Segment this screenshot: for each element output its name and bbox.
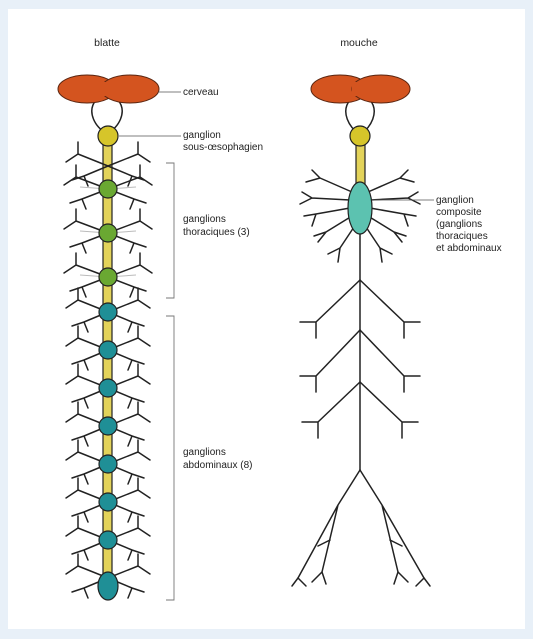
abdominal-ganglion xyxy=(99,303,117,321)
fly-abdominal-nerve xyxy=(292,232,430,586)
label-ganglions-thoraciques-1: ganglions xyxy=(183,214,226,225)
thoracic-ganglion xyxy=(99,268,117,286)
abdominal-ganglion xyxy=(99,455,117,473)
abdominal-ganglion xyxy=(99,417,117,435)
bracket-abdominal xyxy=(166,316,174,600)
label-comp-2: composite xyxy=(436,207,482,218)
bracket-thoracic xyxy=(166,163,174,298)
label-comp-5: et abdominaux xyxy=(436,243,502,254)
abdominal-ganglion xyxy=(99,379,117,397)
cockroach-annotations: cerveau ganglion sous-œsophagien ganglio… xyxy=(119,87,263,600)
cockroach-nerve-branch xyxy=(108,142,150,166)
label-comp-4: thoraciques xyxy=(436,231,488,242)
abdominal-ganglion xyxy=(99,341,117,359)
label-ganglion: ganglion xyxy=(183,130,221,141)
title-blatte: blatte xyxy=(94,37,120,49)
cockroach-nerve-cord xyxy=(103,140,112,580)
label-comp-1: ganglion xyxy=(436,195,474,206)
fly-subesophageal-ganglion xyxy=(350,126,370,146)
label-ganglions-abdominaux-2: abdominaux (8) xyxy=(183,460,252,471)
fly-nervous-system xyxy=(292,75,430,586)
cockroach-nervous-system xyxy=(58,75,159,600)
label-cerveau: cerveau xyxy=(183,87,219,98)
cockroach-nerve-branch xyxy=(66,142,108,166)
fly-cord-neck xyxy=(356,140,365,188)
label-ganglions-thoraciques-2: thoraciques (3) xyxy=(183,227,250,238)
abdominal-ganglion xyxy=(98,572,118,600)
abdominal-ganglion xyxy=(99,531,117,549)
label-comp-3: (ganglions xyxy=(436,219,482,230)
fly-annotations: ganglion composite (ganglions thoracique… xyxy=(372,195,502,254)
title-mouche: mouche xyxy=(340,37,378,49)
fly-brain xyxy=(311,75,410,103)
label-sous-oesophagien: sous-œsophagien xyxy=(183,142,263,153)
label-ganglions-abdominaux-1: ganglions xyxy=(183,447,226,458)
cockroach-brain xyxy=(58,75,159,103)
cockroach-subesophageal-ganglion xyxy=(98,126,118,146)
thoracic-ganglion xyxy=(99,180,117,198)
fly-composite-ganglion xyxy=(348,182,372,234)
abdominal-ganglion xyxy=(99,493,117,511)
thoracic-ganglion xyxy=(99,224,117,242)
